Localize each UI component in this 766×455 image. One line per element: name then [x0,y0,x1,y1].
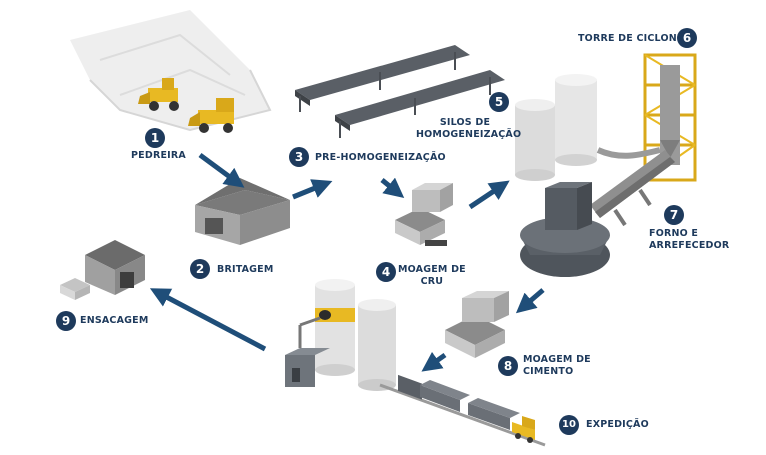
cement-silos [285,279,396,391]
step-9-badge: 9 [56,311,76,331]
step-10-label: EXPEDIÇÃO [586,419,649,430]
step-4-badge: 4 [376,262,396,282]
step-7-label-line1: FORNO E [649,228,699,239]
step-8-label-line1: MOAGEM DE [523,354,591,365]
step-7-badge: 7 [664,205,684,225]
step-7-label: FORNO E ARREFECEDOR [649,228,729,252]
homogenization-silos [515,74,597,181]
step-2-badge: 2 [190,259,210,279]
stockpile-sheds [295,45,505,138]
step-4-label-line1: MOAGEM DE [398,264,466,275]
step-8-label: MOAGEM DE CIMENTO [523,354,591,378]
step-10-badge: 10 [559,415,579,435]
step-9-label: ENSACAGEM [80,315,149,326]
step-5-label-line2: HOMOGENEIZAÇÃO [416,129,522,140]
step-3-label: PRE-HOMOGENEIZAÇÃO [315,152,446,163]
step-4-label-line2: CRU [420,276,444,287]
rotary-kiln [590,147,675,227]
cyclone-tower [643,53,697,182]
dump-truck-icon [188,98,234,133]
raw-mill [395,183,453,246]
step-4-label: MOAGEM DE CRU [398,264,466,288]
step-7-label-line2: ARREFECEDOR [649,240,730,251]
arrow-1-to-2 [198,152,245,188]
step-1-badge: 1 [145,128,165,148]
clinker-cooler [520,182,610,277]
arrow-8-to-silos [421,351,447,372]
arrow-7-to-8 [515,288,545,314]
step-5-label: SILOS DE HOMOGENEIZAÇÃO [416,117,522,141]
arrow-4-to-5 [468,180,510,210]
step-1-label: PEDREIRA [131,150,186,161]
step-5-label-line1: SILOS DE [439,117,491,128]
arrow-2-to-3 [292,179,333,200]
step-3-badge: 3 [289,147,309,167]
flow-arrows [149,152,545,372]
bagging-warehouse [60,240,145,300]
step-8-label-line2: CIMENTO [523,366,574,377]
step-6-badge: 6 [677,28,697,48]
step-2-label: BRITAGEM [217,264,274,275]
step-5-badge: 5 [489,92,509,112]
step-6-label: TORRE DE CICLONE [578,33,684,44]
wheel-loader-icon [138,78,179,111]
cement-mill [445,291,509,358]
arrow-to-9 [149,288,267,352]
step-8-badge: 8 [498,356,518,376]
arrow-3-to-4 [380,177,405,199]
quarry-illustration [70,10,272,133]
expedition-train [379,374,546,447]
crusher-building [195,178,290,245]
